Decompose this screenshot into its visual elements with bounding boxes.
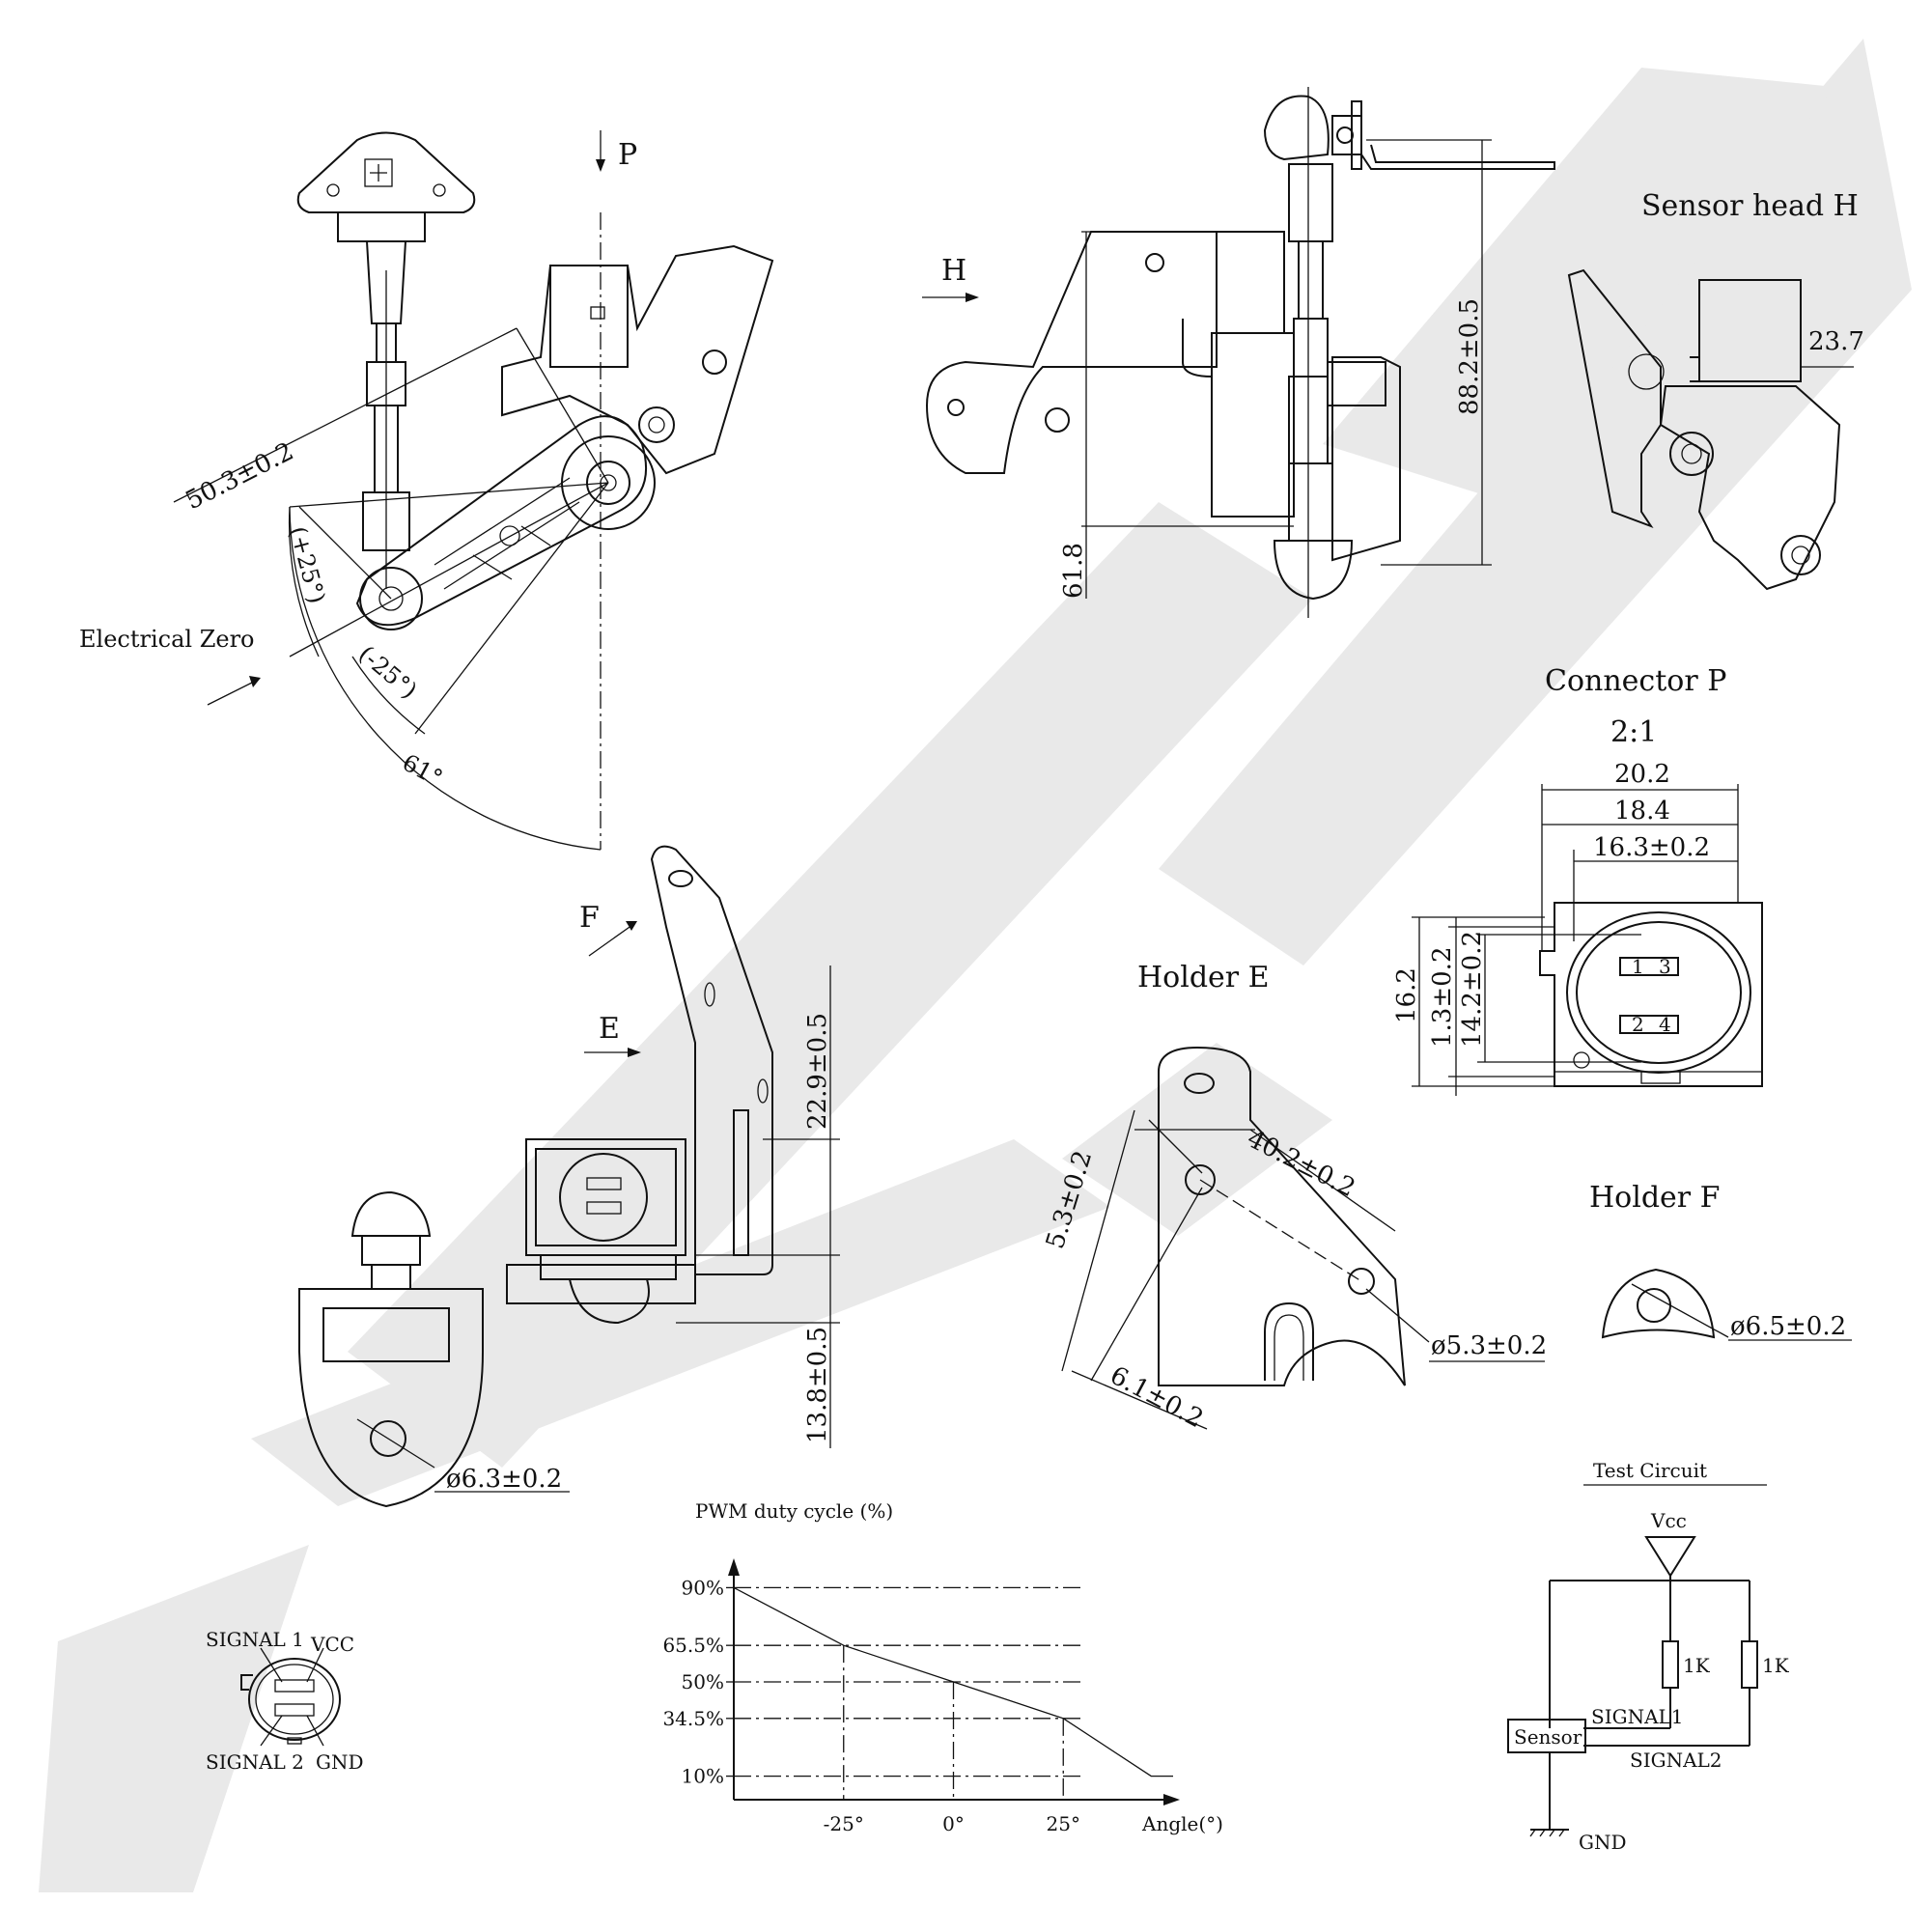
holder-e-hole: ø5.3±0.2	[1431, 1331, 1547, 1360]
sensor-head-title: Sensor head H	[1641, 189, 1859, 223]
pin-2: 2	[1632, 1013, 1644, 1036]
arrow-f-label: F	[579, 901, 600, 935]
test-circuit-signal1: SIGNAL1	[1591, 1705, 1684, 1728]
angle-total: 61°	[398, 749, 447, 793]
y-tick-label: 90%	[682, 1576, 724, 1599]
sensor-top-view	[173, 130, 774, 851]
test-circuit-title: Test Circuit	[1593, 1459, 1707, 1482]
dim-height: 88.2±0.5	[1455, 298, 1484, 415]
connector-dim-h1: 16.2	[1392, 967, 1421, 1023]
angle-plus: (+25°)	[284, 523, 330, 606]
connector-dim-w3: 16.3±0.2	[1593, 833, 1710, 862]
y-tick-label: 50%	[682, 1670, 724, 1693]
pinout-vcc: VCC	[310, 1633, 354, 1656]
pinout-signal1: SIGNAL 1	[206, 1628, 304, 1651]
holder-e-view	[1061, 1046, 1545, 1430]
test-circuit-sensor: Sensor	[1514, 1725, 1582, 1749]
holder-f-labels: Holder F ø6.5±0.2	[1589, 1181, 1846, 1341]
pinout-view	[240, 1647, 341, 1747]
chart-title: PWM duty cycle (%)	[695, 1499, 893, 1523]
pinout-labels: SIGNAL 1 VCC SIGNAL 2 GND	[206, 1628, 364, 1774]
holder-f-hole: ø6.5±0.2	[1730, 1312, 1846, 1341]
x-tick-label: 25°	[1047, 1812, 1080, 1835]
bracket-hole: ø6.3±0.2	[446, 1465, 562, 1494]
series-line	[733, 1586, 1173, 1777]
bracket-labels: F E 22.9±0.5 13.8±0.5 ø6.3±0.2	[434, 901, 832, 1494]
y-axis-arrow	[728, 1558, 740, 1576]
connector-scale: 2:1	[1610, 715, 1657, 749]
x-tick-label: 0°	[942, 1812, 965, 1835]
chart-xlabel: Angle(°)	[1141, 1812, 1223, 1835]
top-left-labels: P 50.3±0.2 (+25°) (-25°) 61° Electrical …	[79, 138, 637, 792]
arrow-e-label: E	[599, 1012, 620, 1046]
holder-e-dim-off: 6.1±0.2	[1106, 1361, 1208, 1435]
dim-upper: 22.9±0.5	[803, 1013, 832, 1130]
connector-title: Connector P	[1545, 664, 1726, 698]
dim-base: 61.8	[1059, 543, 1088, 599]
holder-f-view	[1601, 1268, 1852, 1341]
test-circuit-vcc: Vcc	[1650, 1509, 1687, 1532]
sensor-head-labels: Sensor head H 23.7	[1641, 189, 1864, 356]
dim-lower: 13.8±0.5	[803, 1327, 832, 1443]
holder-e-title: Holder E	[1137, 961, 1270, 994]
test-circuit-labels: Test Circuit Vcc 1K 1K SIGNAL1 SIGNAL2 S…	[1514, 1459, 1790, 1854]
test-circuit-signal2: SIGNAL2	[1630, 1749, 1722, 1772]
pin-3: 3	[1659, 955, 1671, 978]
y-tick-label: 34.5%	[662, 1707, 724, 1730]
arrow-p-label: P	[618, 138, 637, 172]
holder-f-title: Holder F	[1589, 1181, 1720, 1215]
x-tick-label: -25°	[824, 1812, 864, 1835]
test-circuit	[1507, 1484, 1767, 1837]
sensor-head-view	[1567, 268, 1854, 591]
dim-arm: 50.3±0.2	[182, 437, 298, 517]
connector-dim-h3: 14.2±0.2	[1458, 931, 1487, 1048]
bracket-view	[298, 845, 840, 1508]
connector-dim-w2: 18.4	[1614, 797, 1670, 826]
sensor-side-view	[922, 87, 1555, 618]
watermark	[39, 39, 1912, 1892]
test-circuit-gnd: GND	[1579, 1831, 1627, 1854]
x-axis-arrow	[1163, 1794, 1180, 1805]
top-middle-labels: H 88.2±0.5 61.8	[941, 254, 1484, 599]
pinout-signal2: SIGNAL 2	[206, 1750, 304, 1774]
connector-view	[1412, 784, 1763, 1096]
electrical-zero-label: Electrical Zero	[79, 626, 255, 653]
pwm-chart: PWM duty cycle (%) Angle(°) 90% 65.5% 50% 3…	[662, 1499, 1223, 1835]
test-circuit-r2: 1K	[1762, 1654, 1790, 1677]
test-circuit-r1: 1K	[1683, 1654, 1711, 1677]
connector-dim-w1: 20.2	[1614, 760, 1670, 789]
pin-1: 1	[1632, 955, 1644, 978]
connector-dim-h2: 1.3±0.2	[1428, 947, 1457, 1048]
pin-4: 4	[1659, 1013, 1671, 1036]
y-tick-label: 10%	[682, 1765, 724, 1788]
arrow-h-label: H	[941, 254, 966, 288]
connector-labels: Connector P 2:1 20.2 18.4 16.3±0.2 16.2 …	[1392, 664, 1726, 1048]
y-tick-label: 65.5%	[662, 1634, 724, 1657]
pinout-gnd: GND	[316, 1750, 364, 1774]
sensor-head-dim: 23.7	[1808, 327, 1864, 356]
